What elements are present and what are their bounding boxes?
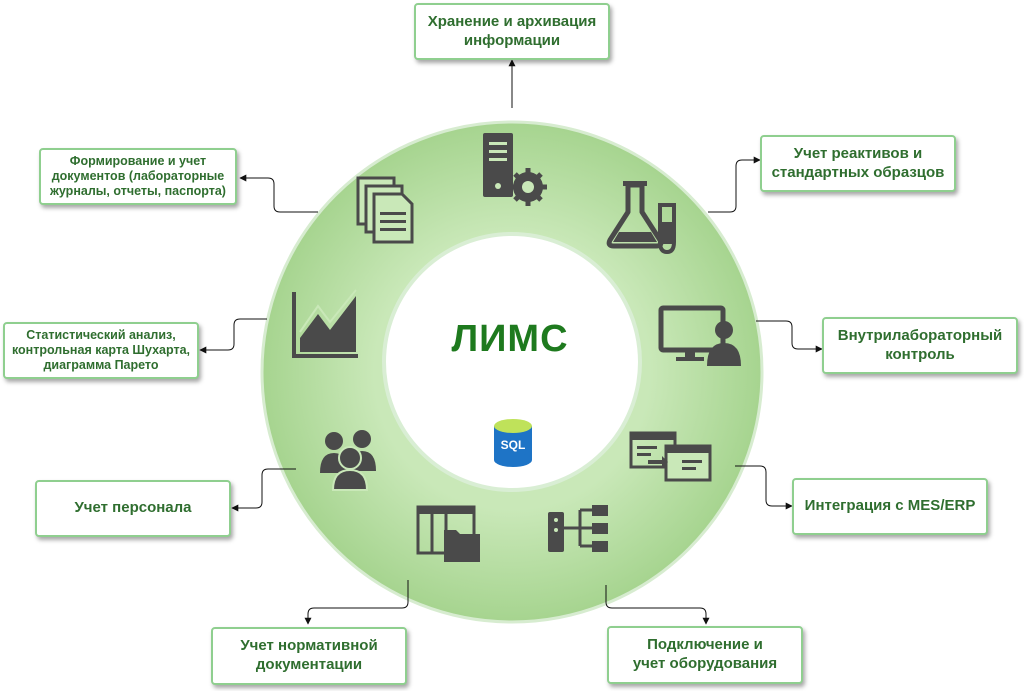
box-personnel: Учет персонала bbox=[35, 480, 231, 537]
line-chart-icon bbox=[292, 289, 358, 358]
user-group-icon bbox=[320, 430, 376, 491]
server-gear-icon bbox=[483, 133, 547, 206]
sql-database-icon: SQL bbox=[494, 419, 532, 467]
box-integration: Интеграция с MES/ERP bbox=[792, 478, 988, 535]
box-storage: Хранение и архивация информации bbox=[414, 3, 610, 60]
connectors bbox=[199, 59, 823, 625]
network-hierarchy-icon bbox=[548, 505, 608, 552]
flask-icon bbox=[606, 181, 676, 255]
box-control: Внутрилабораторный контроль bbox=[822, 317, 1018, 374]
center-title: ЛИМС bbox=[451, 318, 569, 360]
box-reagents: Учет реактивов и стандартных образцов bbox=[760, 135, 956, 192]
data-exchange-icon bbox=[629, 431, 712, 482]
box-documents: Формирование и учет документов (лаборато… bbox=[39, 148, 237, 205]
documents-icon bbox=[356, 176, 414, 244]
box-stats: Статистический анализ, контрольная карта… bbox=[3, 322, 199, 379]
box-equipment: Подключение и учет оборудования bbox=[607, 626, 803, 684]
folder-window-icon bbox=[416, 505, 480, 562]
box-normative: Учет нормативной документации bbox=[211, 627, 407, 685]
monitor-user-icon bbox=[658, 305, 741, 366]
inner-circle bbox=[382, 232, 642, 492]
sql-label: SQL bbox=[501, 438, 526, 452]
